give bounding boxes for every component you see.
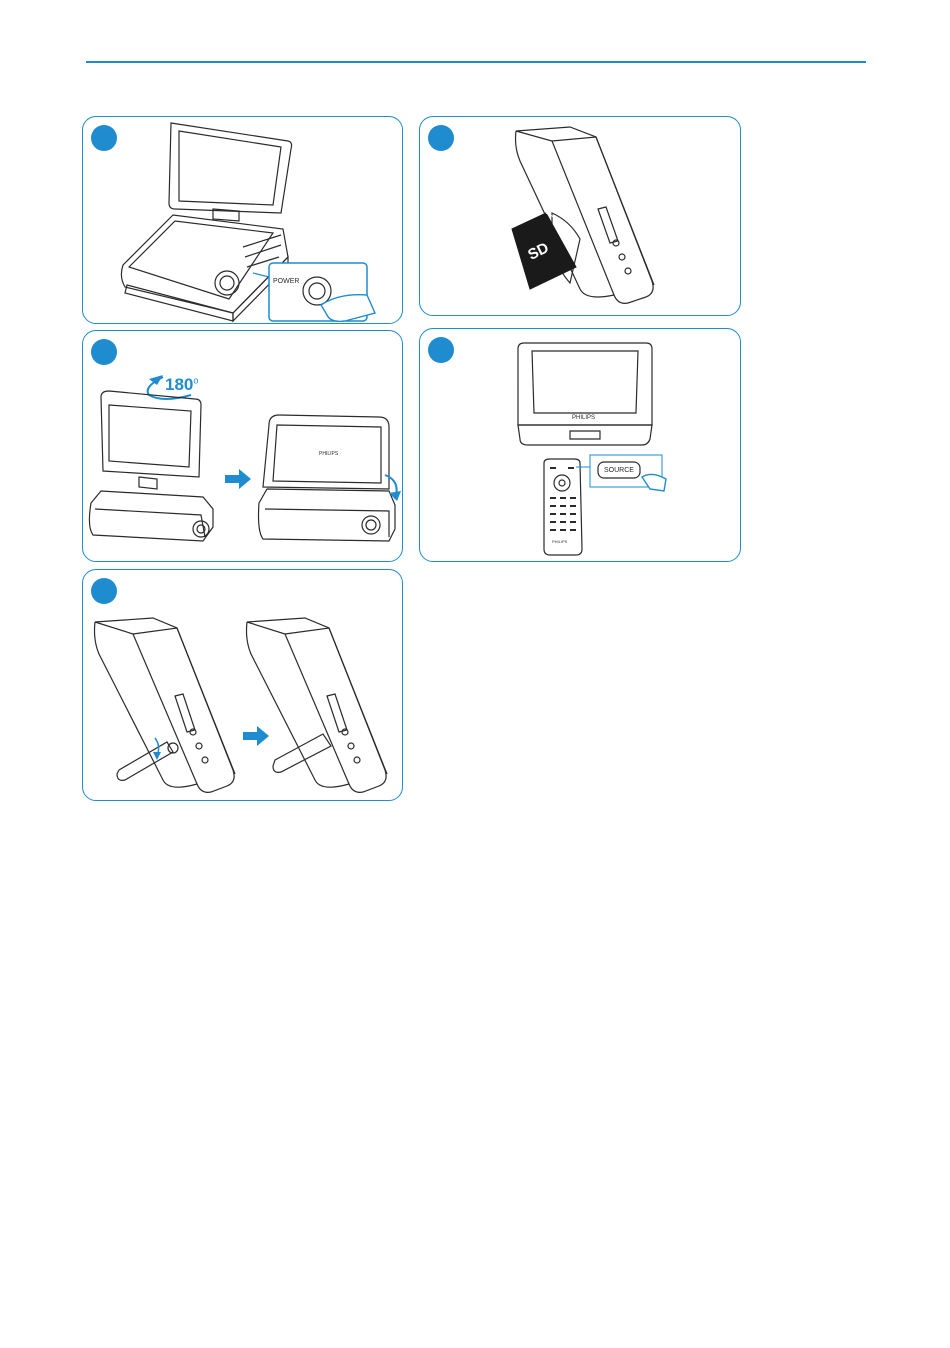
degree-mark: o <box>193 375 198 385</box>
device-logo: PHILIPS <box>572 415 595 421</box>
panel-attach-stand <box>82 569 403 801</box>
player-side-illustration <box>420 117 741 316</box>
panel-rotate-screen: 180o PHILIPS <box>82 330 403 562</box>
source-button[interactable]: SOURCE <box>600 464 638 476</box>
source-illustration <box>420 329 741 562</box>
panel-power-on: POWER <box>82 116 403 324</box>
rotation-label: 180o <box>165 375 198 395</box>
panel-select-source: PHILIPS SOURCE PHILIPS <box>419 328 741 562</box>
stand-illustration <box>83 570 403 801</box>
lid-logo: PHILIPS <box>319 451 338 457</box>
rotation-degrees: 180 <box>165 375 193 394</box>
rotate-illustration <box>83 331 403 562</box>
power-callout <box>83 117 403 324</box>
power-label: POWER <box>273 278 299 285</box>
remote-logo: PHILIPS <box>552 539 567 544</box>
panel-insert-sd: SD <box>419 116 741 316</box>
header-rule <box>86 61 866 63</box>
